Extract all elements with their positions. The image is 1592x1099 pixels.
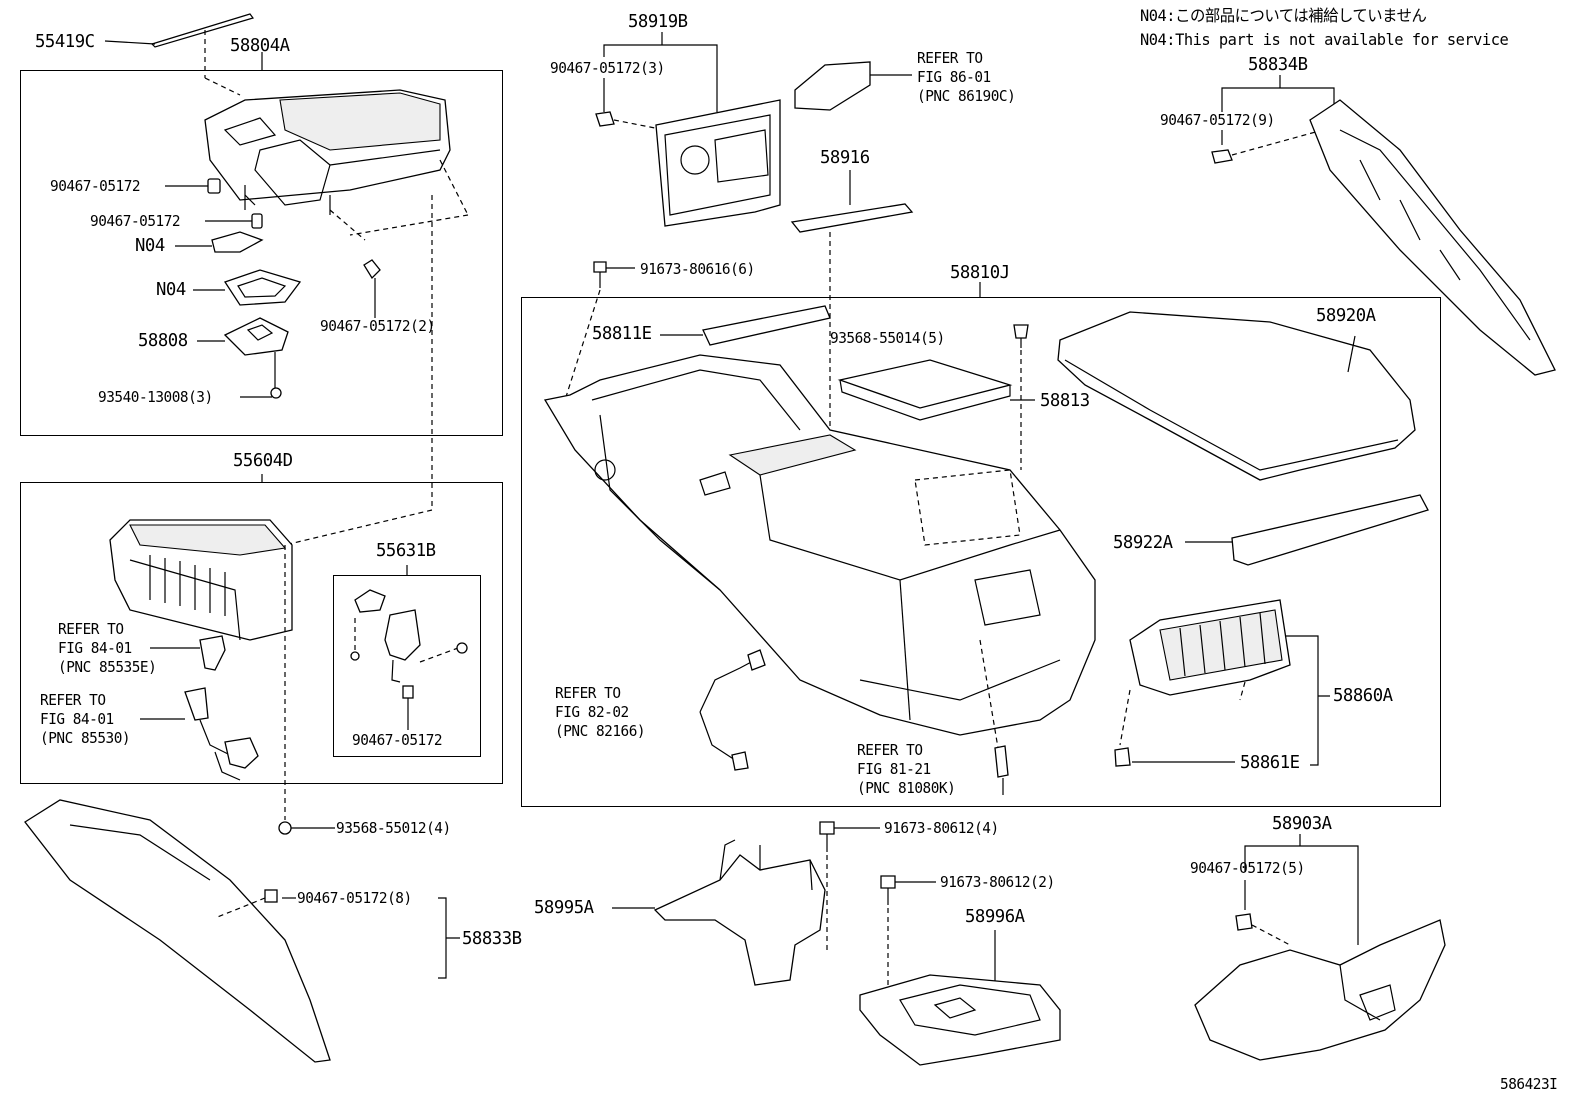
part-58810J-drawing <box>543 354 1096 736</box>
label-clip-8: 90467-05172(8) <box>297 889 412 907</box>
group-box-55631B <box>333 575 481 757</box>
label-58833B: 58833B <box>462 928 522 949</box>
part-58922A-drawing <box>1231 494 1429 566</box>
label-ref5-c: (PNC 81080K) <box>857 779 956 797</box>
label-clip-4: 90467-05172 <box>352 731 443 749</box>
label-55604D: 55604D <box>233 450 293 471</box>
label-ref3-c: (PNC 86190C) <box>917 87 1016 105</box>
label-ref1-b: FIG 84-01 <box>58 639 132 657</box>
label-58922A: 58922A <box>1113 532 1173 553</box>
label-clip-2: 90467-05172 <box>90 212 181 230</box>
part-58919B-drawing <box>655 99 781 227</box>
part-58833B-drawing <box>24 799 331 1063</box>
label-93540: 93540-13008(3) <box>98 388 213 406</box>
label-clip-1: 90467-05172 <box>50 177 141 195</box>
part-58834B-drawing <box>1309 99 1556 376</box>
label-clip-9: 90467-05172(9) <box>1160 111 1275 129</box>
label-58811E: 58811E <box>592 323 652 344</box>
label-58920A: 58920A <box>1316 305 1376 326</box>
label-55631B: 55631B <box>376 540 436 561</box>
note-jp: N04:この部品については補給していません <box>1140 6 1427 25</box>
part-58995A-drawing <box>653 854 826 986</box>
label-clip-5b: 90467-05172(5) <box>1190 859 1305 877</box>
label-N04-a: N04 <box>135 235 165 256</box>
label-58810J: 58810J <box>950 262 1010 283</box>
figure-id: 586423I <box>1500 1075 1558 1093</box>
label-58860A: 58860A <box>1333 685 1393 706</box>
label-58916: 58916 <box>820 147 870 168</box>
label-55419C: 55419C <box>35 31 95 52</box>
part-55419C-drawing <box>150 13 254 48</box>
group-box-55604D <box>20 482 503 784</box>
label-ref4-b: FIG 82-02 <box>555 703 629 721</box>
label-ref3-a: REFER TO <box>917 49 983 67</box>
part-55631B-drawing <box>354 589 386 613</box>
part-N04-a-drawing <box>211 231 264 253</box>
label-ref1-a: REFER TO <box>58 620 124 638</box>
label-ref2-a: REFER TO <box>40 691 106 709</box>
label-58813: 58813 <box>1040 390 1090 411</box>
part-58861E-drawing <box>1114 747 1131 767</box>
label-N04-b: N04 <box>156 279 186 300</box>
part-86190C-drawing <box>794 61 871 111</box>
label-91673-80612-2: 91673-80612(2) <box>940 873 1055 891</box>
label-58808: 58808 <box>138 330 188 351</box>
label-ref3-b: FIG 86-01 <box>917 68 991 86</box>
label-91673-80612-4: 91673-80612(4) <box>884 819 999 837</box>
label-58919B: 58919B <box>628 11 688 32</box>
label-ref4-a: REFER TO <box>555 684 621 702</box>
label-ref4-c: (PNC 82166) <box>555 722 646 740</box>
group-box-58804A <box>20 70 503 436</box>
label-58995A: 58995A <box>534 897 594 918</box>
label-58903A: 58903A <box>1272 813 1332 834</box>
label-58861E: 58861E <box>1240 752 1300 773</box>
label-58834B: 58834B <box>1248 54 1308 75</box>
label-ref5-a: REFER TO <box>857 741 923 759</box>
label-93568-55014: 93568-55014(5) <box>830 329 945 347</box>
label-ref2-b: FIG 84-01 <box>40 710 114 728</box>
part-58903A-drawing <box>1194 919 1446 1061</box>
label-clip-5: 90467-05172(3) <box>550 59 665 77</box>
label-58996A: 58996A <box>965 906 1025 927</box>
label-93568-55012: 93568-55012(4) <box>336 819 451 837</box>
part-N04-b-drawing <box>223 269 302 306</box>
part-58916-drawing <box>790 203 914 233</box>
label-91673-80616: 91673-80616(6) <box>640 260 755 278</box>
note-en: N04:This part is not available for servi… <box>1140 30 1509 49</box>
part-58996A-drawing <box>859 974 1061 1066</box>
part-58811E-drawing <box>702 305 831 346</box>
part-58920A-drawing <box>1057 311 1416 481</box>
label-58804A: 58804A <box>230 35 290 56</box>
label-ref2-c: (PNC 85530) <box>40 729 131 747</box>
group-box-58810J <box>521 297 1441 807</box>
label-ref1-c: (PNC 85535E) <box>58 658 157 676</box>
label-ref5-b: FIG 81-21 <box>857 760 931 778</box>
part-58808-drawing <box>223 317 289 356</box>
label-clip-3: 90467-05172(2) <box>320 317 435 335</box>
